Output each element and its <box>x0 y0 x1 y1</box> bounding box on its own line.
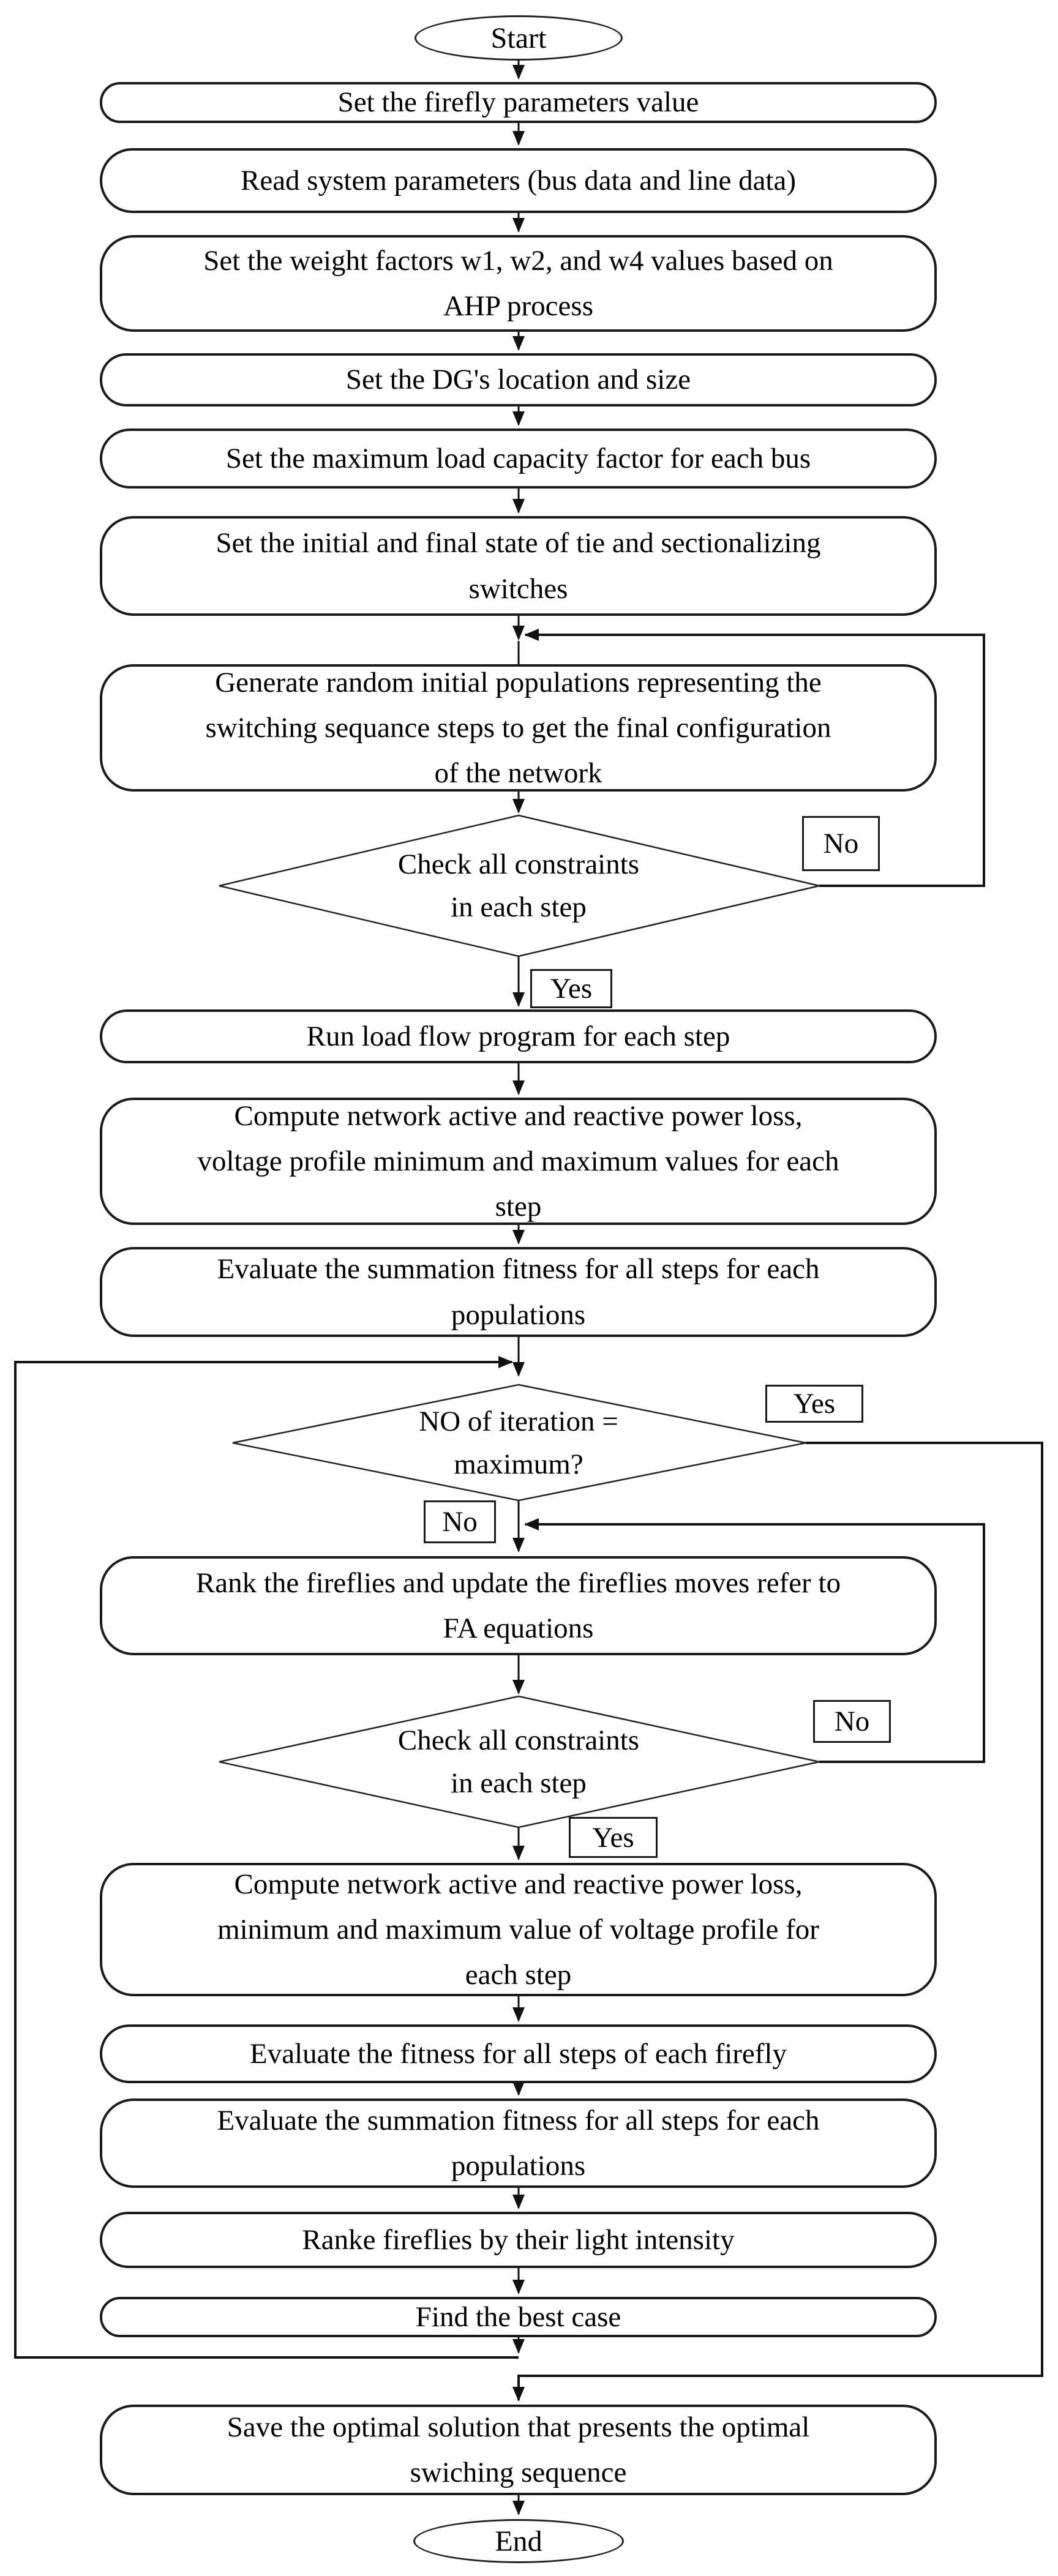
loop-check1-no-feedback <box>524 629 985 887</box>
branch-label-yes-3: Yes <box>569 1817 658 1858</box>
process-save-optimal-solution: Save the optimal solution that presents … <box>100 2405 937 2495</box>
start-terminal: Start <box>415 15 623 61</box>
path-iteration-yes-to-save <box>512 1442 1043 2402</box>
process-set-weight-factors: Set the weight factors w1, w2, and w4 va… <box>100 235 937 332</box>
process-generate-populations: Generate random initial populations repr… <box>100 664 937 792</box>
decision-text-iteration-maximum: NO of iteration = maximum? <box>419 1405 618 1481</box>
process-evaluate-summation-fitness-1: Evaluate the summation fitness for all s… <box>100 1247 937 1337</box>
process-read-system-parameters: Read system parameters (bus data and lin… <box>100 148 937 213</box>
process-rank-update-fireflies: Rank the fireflies and update the firefl… <box>100 1556 937 1655</box>
end-label: End <box>495 2525 542 2558</box>
process-set-switch-states: Set the initial and final state of tie a… <box>100 516 937 616</box>
branch-label-yes-1: Yes <box>530 969 612 1008</box>
process-find-best-case: Find the best case <box>100 2297 937 2337</box>
branch-label-no-1: No <box>802 816 880 871</box>
process-evaluate-fitness-fireflies: Evaluate the fitness for all steps of ea… <box>100 2024 937 2083</box>
branch-label-no-2: No <box>424 1500 496 1543</box>
loop-best-case-to-iteration-check <box>14 1356 519 2359</box>
decision-check-constraints-2 <box>219 1695 820 1829</box>
process-rank-by-light-intensity: Ranke fireflies by their light intensity <box>100 2212 937 2268</box>
process-compute-power-loss-2: Compute network active and reactive powe… <box>100 1863 937 1996</box>
process-set-firefly-parameters: Set the firefly parameters value <box>100 82 937 123</box>
process-evaluate-summation-fitness-2: Evaluate the summation fitness for all s… <box>100 2099 937 2188</box>
branch-label-yes-2: Yes <box>765 1385 863 1423</box>
process-set-max-load-capacity: Set the maximum load capacity factor for… <box>100 429 937 489</box>
start-label: Start <box>490 21 547 54</box>
decision-text-check-constraints-2: Check all constraints in each step <box>397 1724 640 1800</box>
process-run-load-flow: Run load flow program for each step <box>100 1009 937 1063</box>
end-terminal: End <box>413 2519 624 2563</box>
loop-check2-no-feedback <box>524 1518 985 1763</box>
decision-text-check-constraints-1: Check all constraints in each step <box>397 848 640 924</box>
process-set-dg-location: Set the DG's location and size <box>100 353 937 406</box>
decision-iteration-maximum <box>232 1383 806 1502</box>
process-compute-power-loss-1: Compute network active and reactive powe… <box>100 1098 937 1225</box>
decision-check-constraints-1 <box>219 814 820 957</box>
branch-label-no-3: No <box>813 1700 891 1743</box>
